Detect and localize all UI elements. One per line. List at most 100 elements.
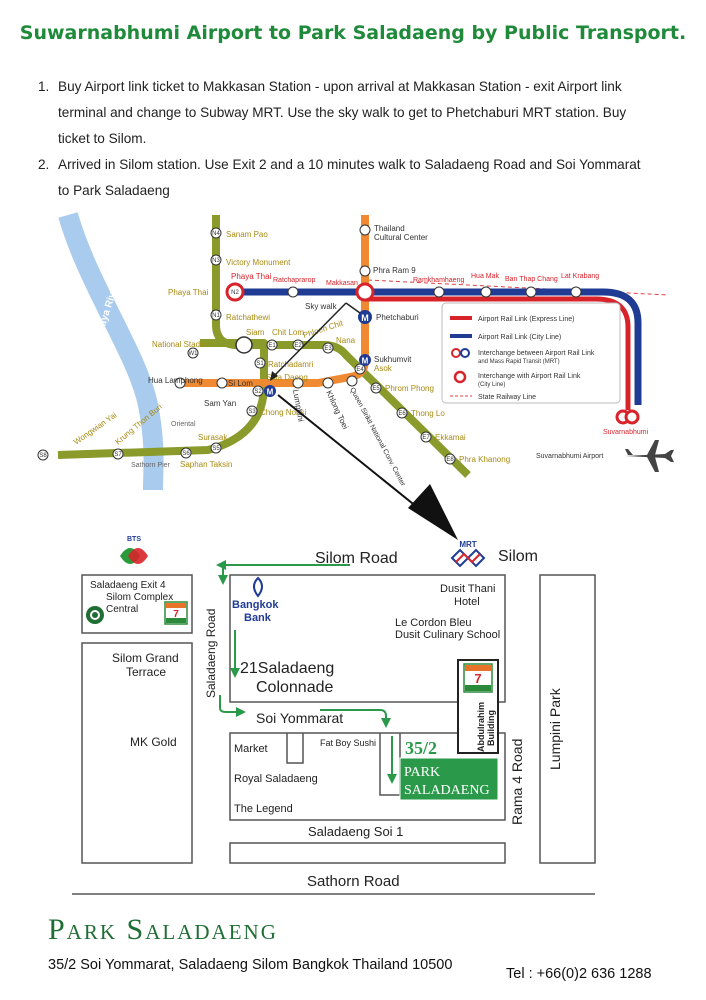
- code-s6: S6: [182, 451, 190, 457]
- arl-stations: [287, 286, 582, 298]
- park-label-2: SALADAENG: [404, 783, 490, 798]
- arrowhead-right: [236, 707, 246, 717]
- soi1-label: Saladaeng Soi 1: [308, 824, 403, 839]
- route-yommarat-segment: [320, 709, 387, 720]
- label-lat-krabang: Lat Krabang: [561, 273, 599, 280]
- street-map: 7 Abdulrahim Building 7 BTS MRT: [72, 536, 596, 895]
- code-s2: S2: [254, 389, 262, 395]
- river: [58, 212, 164, 491]
- silom-grand-label-2: Terrace: [126, 665, 166, 679]
- bangkok-bank-label-1: Bangkok: [232, 599, 279, 611]
- code-s3: S3: [248, 409, 256, 415]
- station-phra-ram-9: [359, 265, 371, 277]
- label-ratchathewi: Ratchathewi: [226, 313, 270, 322]
- label-hua-lamphong: Hua Lamphong: [148, 376, 203, 385]
- legend-city: Airport Rail Link (City Line): [478, 334, 561, 341]
- step-number: 1.: [38, 79, 50, 94]
- station-s8: [37, 449, 49, 461]
- step-line: Arrived in Silom station. Use Exit 2 and…: [58, 157, 641, 172]
- label-khlong-toei: Khlong Toei: [324, 389, 350, 431]
- label-victory: Victory Monument: [226, 258, 291, 267]
- station-ban-thap-chang: [525, 286, 537, 298]
- cordon-label-1: Le Cordon Bleu: [395, 617, 471, 629]
- station-siam: [235, 336, 253, 354]
- station-n4: [210, 227, 222, 239]
- station-hua-mak: [480, 286, 492, 298]
- code-n3: N3: [212, 258, 220, 264]
- label-sathorn-pier: Sathorn Pier: [131, 462, 171, 469]
- walking-route: [219, 564, 393, 775]
- soi-yommarat-label: Soi Yommarat: [256, 710, 343, 726]
- label-ramkhamhaeng: Ramkhamhaeng: [413, 277, 464, 284]
- seven-eleven-small-icon: 7: [164, 601, 188, 625]
- station-s1: [254, 357, 266, 369]
- route-arrow: [345, 302, 361, 314]
- exit4-label-1: Saladaeng Exit 4: [90, 580, 166, 591]
- code-e2: E2: [294, 343, 302, 349]
- label-surasak: Surasak: [198, 433, 228, 442]
- label-sukhumvit: Sukhumvit: [374, 355, 412, 364]
- code-e4: E4: [356, 367, 364, 373]
- station-e3: [322, 342, 334, 354]
- rama4-label: Rama 4 Road: [509, 739, 525, 825]
- mrt-icon: M: [264, 385, 276, 397]
- dusit-label-1: Dusit Thani: [440, 583, 495, 595]
- mk-gold-label: MK Gold: [130, 735, 177, 749]
- bangkok-bank-icon: [253, 576, 263, 598]
- transit-map: Chaopraya River: [37, 212, 674, 491]
- station-e8: [444, 453, 456, 465]
- label-oriental: Oriental: [171, 421, 196, 428]
- silom-label: Silom: [498, 548, 538, 565]
- state-railway: [367, 279, 669, 296]
- seven-eleven-number: 7: [173, 609, 179, 620]
- station-s6: [180, 447, 192, 459]
- dusit-label-2: Hotel: [454, 596, 480, 608]
- instruction-step-1: 1. Buy Airport link ticket to Makkasan S…: [38, 74, 678, 152]
- code-s7: S7: [114, 452, 122, 458]
- station-phaya-thai: [225, 282, 245, 302]
- legend-interchange-icon: [460, 348, 470, 358]
- instruction-step-2: 2. Arrived in Silom station. Use Exit 2 …: [38, 152, 678, 204]
- station-w1: [187, 347, 199, 359]
- step-number: 2.: [38, 157, 50, 172]
- park-saladaeng-marker: [399, 757, 499, 801]
- legend-city-interchange-icon: [453, 370, 467, 384]
- lumpini-park-label: Lumpini Park: [547, 687, 563, 770]
- saladaeng-road-label: Saladaeng Road: [204, 609, 218, 698]
- label-siam: Siam: [246, 328, 265, 337]
- mrt-icon-letter: M: [361, 313, 369, 323]
- legend-city-interchange-2: (City Line): [478, 382, 505, 388]
- code-e5: E5: [372, 386, 380, 392]
- label-suvarnabhumi: Suvarnabhumi: [603, 429, 649, 436]
- hotel-name: Park Saladaeng: [48, 913, 278, 946]
- sathorn-road-label: Sathorn Road: [307, 873, 400, 890]
- station-e1: [266, 339, 278, 351]
- starbucks-icon: [86, 606, 104, 624]
- arl-city-line: [233, 288, 642, 405]
- seven-eleven-number: 7: [474, 671, 481, 686]
- colonnade-label-1: 21Saladaeng: [240, 660, 334, 677]
- station-n1: [210, 309, 222, 321]
- block-sathorn-strip: [229, 842, 506, 864]
- step-line: to Park Saladaeng: [58, 183, 170, 198]
- label-nana: Nana: [336, 336, 356, 345]
- route-arrowheads: [216, 560, 397, 784]
- label-chit-lom: Chit Lom: [272, 328, 304, 337]
- abdulrahim-label: Abdulrahim Building: [476, 699, 496, 752]
- station-e2: [292, 339, 304, 351]
- label-sanam-pao: Sanam Pao: [226, 230, 268, 239]
- bts-sukhumvit-line: [212, 215, 471, 478]
- label-si-lom: Si Lom: [228, 379, 253, 388]
- seven-eleven-icon: 7: [463, 663, 493, 693]
- arrowhead-down: [230, 668, 240, 678]
- label-ratchaprarop: Ratchaprarop: [273, 277, 316, 284]
- code-s1: S1: [256, 361, 264, 367]
- park-label-1: PARK: [404, 765, 440, 780]
- station-e4: [354, 363, 366, 375]
- exit4-label-2: Silom Complex: [106, 592, 173, 603]
- label-phra-khanong: Phra Khanong: [459, 455, 510, 464]
- arrowhead-down: [218, 575, 228, 585]
- legend-interchange-2: and Mass Rapid Transit (MRT): [478, 359, 560, 365]
- step-line: ticket to Silom.: [58, 131, 147, 146]
- station-lat-krabang: [570, 286, 582, 298]
